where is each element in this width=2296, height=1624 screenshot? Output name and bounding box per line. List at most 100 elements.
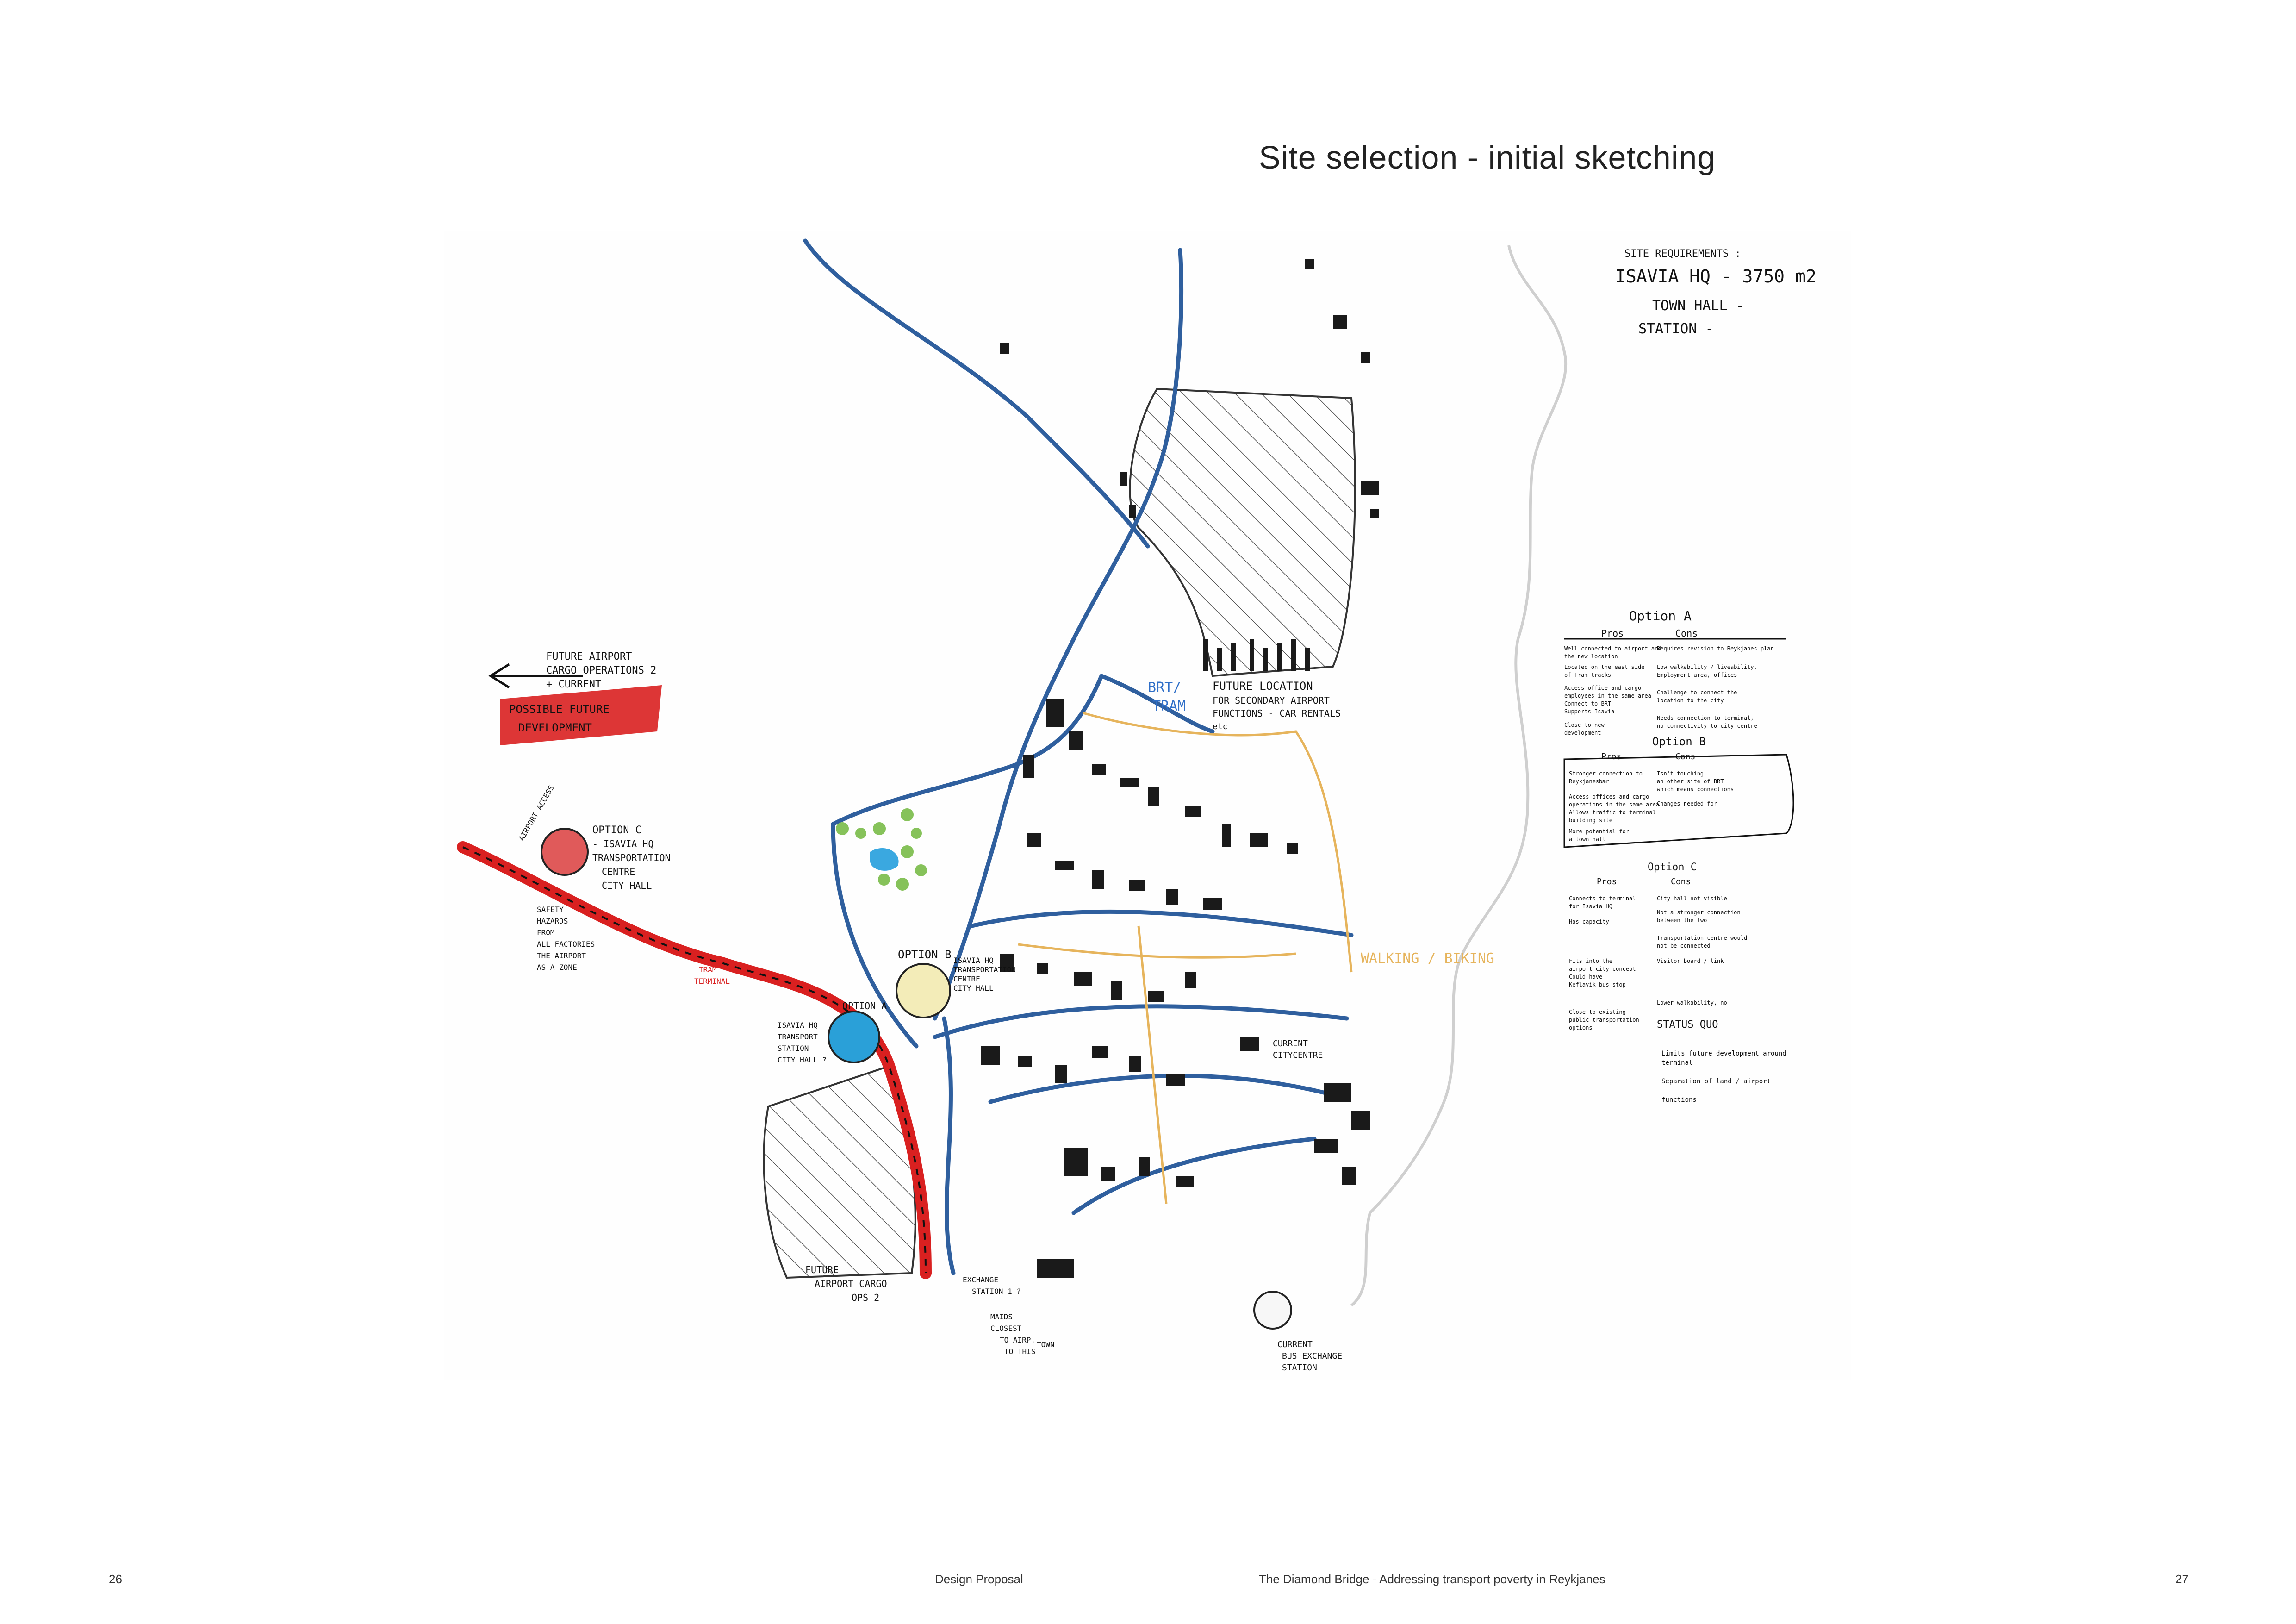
opt-b-title: Option B <box>1652 735 1706 748</box>
bus-station-2: BUS EXCHANGE <box>1282 1351 1342 1361</box>
opt-c-con-4: not be connected <box>1657 943 1711 949</box>
possible-future-1: POSSIBLE FUTURE <box>509 703 610 716</box>
opt-c-pro-3: Fits into the <box>1569 958 1612 964</box>
city-blocks <box>981 259 1379 1278</box>
possible-future-2: DEVELOPMENT <box>518 721 592 734</box>
future-cargo-2: AIRPORT CARGO <box>815 1278 887 1289</box>
left-note-6: AS A ZONE <box>537 963 577 972</box>
opt-b-pro-5: building site <box>1569 817 1612 824</box>
option-c-note-4: CITY HALL <box>602 880 652 891</box>
current-centre-2: CITYCENTRE <box>1273 1050 1323 1060</box>
opt-a-cons-header: Cons <box>1675 628 1698 639</box>
exchange-station-2: STATION 1 ? <box>972 1287 1021 1296</box>
opt-a-pro-1: the new location <box>1564 653 1618 660</box>
left-note-5: THE AIRPORT <box>537 951 586 960</box>
tram-terminal-2: TERMINAL <box>694 977 730 986</box>
walking-biking-paths <box>1018 712 1353 1204</box>
option-b-label: OPTION B <box>898 948 952 961</box>
pond <box>870 848 899 871</box>
opt-b-pro-2: Access offices and cargo <box>1569 793 1649 800</box>
opt-c-pro-5: Could have <box>1569 974 1602 980</box>
opt-a-pro-2: Located on the east side <box>1564 664 1644 670</box>
walking-biking: WALKING / BIKING <box>1361 950 1494 967</box>
opt-c-con-11: functions <box>1661 1096 1697 1104</box>
left-note-3: FROM <box>537 928 555 937</box>
opt-a-con-3: Challenge to connect the <box>1657 689 1737 696</box>
future-location-1: FUTURE LOCATION <box>1213 680 1313 693</box>
opt-a-pro-6: Connect to BRT <box>1564 700 1611 707</box>
opt-a-pro-4: Access office and cargo <box>1564 685 1641 691</box>
opt-c-con-7: STATUS QUO <box>1657 1019 1718 1031</box>
opt-a-pro-7: Supports Isavia <box>1564 708 1614 715</box>
left-note-2: HAZARDS <box>537 917 568 925</box>
current-centre-1: CURRENT <box>1273 1039 1308 1049</box>
bus-station-3: STATION <box>1282 1363 1317 1373</box>
exchange-note-1: MAIDS <box>990 1312 1013 1321</box>
opt-c-con-8: Limits future development around <box>1661 1050 1786 1057</box>
opt-b-pro-1: Reykjanesbær <box>1569 778 1609 785</box>
opt-a-pros-header: Pros <box>1601 628 1624 639</box>
exchange-note-3: TO AIRP. <box>1000 1336 1035 1344</box>
opt-a-con-4: location to the city <box>1657 697 1724 704</box>
opt-a-title: Option A <box>1629 608 1692 624</box>
footer-left-page-number: 26 <box>109 1572 122 1586</box>
opt-b-pro-4: Allows traffic to terminal <box>1569 809 1656 816</box>
opt-a-pro-8: Close to new <box>1564 722 1605 728</box>
option-c-note-1: - ISAVIA HQ <box>592 838 653 849</box>
opt-b-con-0: Isn't touching <box>1657 770 1704 777</box>
footer-section-title: Design Proposal <box>935 1572 1023 1586</box>
opt-c-pros-header: Pros <box>1597 877 1617 887</box>
footer-right-page-number: 27 <box>2175 1572 2189 1586</box>
possible-future-highlight <box>500 685 662 745</box>
option-a-note-2: TRANSPORT <box>778 1032 818 1041</box>
brt-tram-2: TRAM <box>1152 698 1186 714</box>
future-location-4: etc <box>1213 722 1228 731</box>
option-c-circle <box>541 828 589 876</box>
tram-terminal-1: TRAM <box>699 965 717 974</box>
brt-tram-1: BRT/ <box>1148 680 1181 696</box>
left-note-4: ALL FACTORIES <box>537 940 595 949</box>
site-req-heading: SITE REQUIREMENTS : <box>1624 248 1741 260</box>
exchange-station-1: EXCHANGE <box>963 1275 998 1284</box>
option-b-note-1: ISAVIA HQ <box>953 956 994 965</box>
option-c-note-3: CENTRE <box>602 866 635 877</box>
site-req-line3: STATION - <box>1638 321 1714 337</box>
opt-c-pro-8: public transportation <box>1569 1017 1639 1023</box>
opt-c-pro-6: Keflavik bus stop <box>1569 981 1626 988</box>
park-trees <box>836 808 927 891</box>
opt-b-pro-3: operations in the same area <box>1569 801 1659 808</box>
bus-station-1: CURRENT <box>1277 1340 1313 1349</box>
coastline <box>1350 245 1568 1307</box>
footer-project-title: The Diamond Bridge - Addressing transpor… <box>1259 1572 1605 1586</box>
option-b-note-2: TRANSPORTATION <box>953 965 1016 974</box>
page-title: Site selection - initial sketching <box>1259 139 1716 175</box>
opt-c-pro-2: Has capacity <box>1569 918 1609 925</box>
cargo-note-2: CARGO OPERATIONS 2 <box>546 665 656 676</box>
opt-c-con-5: Visitor board / link <box>1657 958 1724 964</box>
exchange-note-2: CLOSEST <box>990 1324 1022 1333</box>
option-c-label: OPTION C <box>592 824 641 836</box>
exchange-note-5: TOWN <box>1037 1340 1055 1349</box>
cargo-note-1: FUTURE AIRPORT <box>546 651 632 662</box>
site-sketch-map: SITE REQUIREMENTS : ISAVIA HQ - 3750 m2 … <box>444 231 1851 1380</box>
opt-a-con-5: Needs connection to terminal, <box>1657 715 1754 721</box>
opt-c-title: Option C <box>1648 862 1697 873</box>
opt-c-con-1: Not a stronger connection <box>1657 909 1741 916</box>
opt-a-pro-9: development <box>1564 730 1601 736</box>
site-req-line2: TOWN HALL - <box>1652 298 1744 314</box>
opt-c-con-0: City hall not visible <box>1657 895 1727 902</box>
opt-c-pro-7: Close to existing <box>1569 1009 1626 1015</box>
left-note-1: SAFETY <box>537 905 564 914</box>
option-a-label: OPTION A <box>842 1000 887 1012</box>
opt-b-con-1: an other site of BRT <box>1657 778 1724 785</box>
opt-c-con-6: Lower walkability, no <box>1657 999 1727 1006</box>
opt-a-con-1: Low walkability / liveability, <box>1657 664 1757 670</box>
option-c-note-2: TRANSPORTATION <box>592 852 671 863</box>
opt-c-con-10: Separation of land / airport <box>1661 1078 1771 1085</box>
opt-a-pro-5: employees in the same area <box>1564 693 1651 699</box>
bus-station-circle <box>1253 1291 1292 1330</box>
opt-c-con-3: Transportation centre would <box>1657 935 1747 941</box>
option-b-note-4: CITY HALL <box>953 984 994 993</box>
site-req-line1: ISAVIA HQ - 3750 m2 <box>1615 266 1817 287</box>
opt-b-pros-header: Pros <box>1601 752 1621 762</box>
